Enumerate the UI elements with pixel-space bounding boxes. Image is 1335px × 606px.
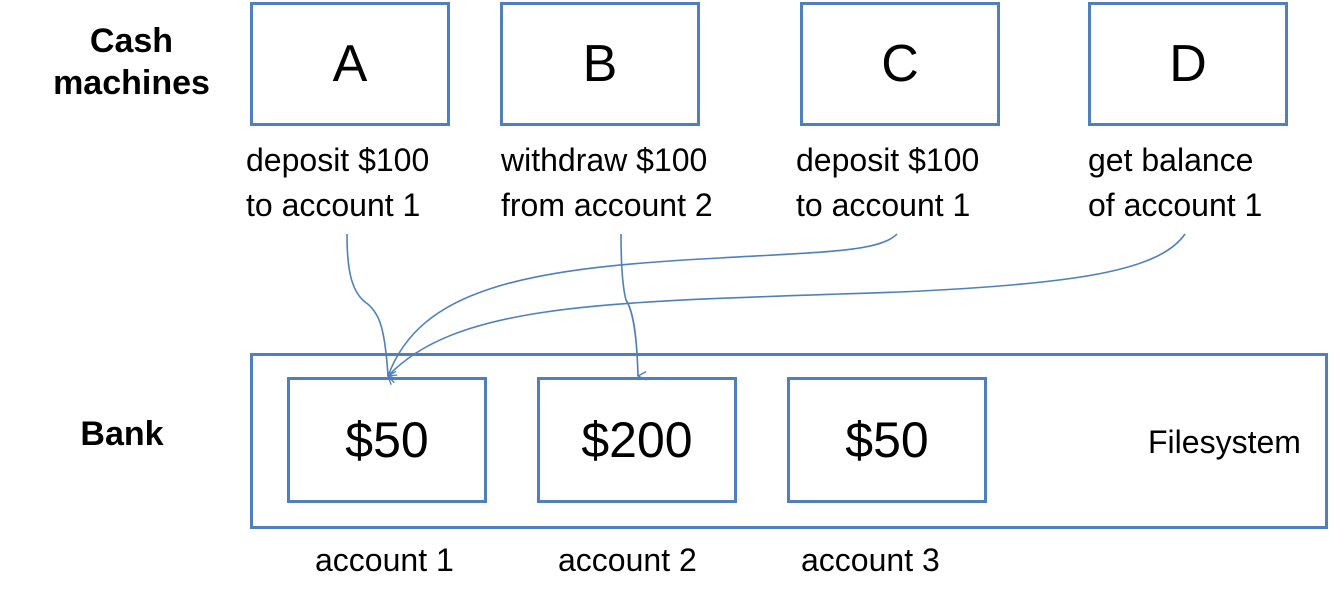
machine-a-operation: deposit $100 to account 1 [246,138,429,228]
account-3-box: $50 [787,377,987,503]
machine-b-op-line2: from account 2 [501,187,713,223]
filesystem-label: Filesystem [1148,424,1301,460]
machine-d-operation: get balance of account 1 [1088,138,1262,228]
arrow-c-to-account-1 [388,233,898,376]
arrow-a-to-account-1 [346,233,388,376]
machine-b-label: B [582,35,618,93]
machine-b-operation: withdraw $100 from account 2 [501,138,713,228]
machine-c-op-line1: deposit $100 [796,142,980,178]
machine-a-op-line1: deposit $100 [246,142,430,178]
machine-a-label: A [332,35,368,93]
machine-d-op-line2: of account 1 [1088,187,1263,223]
machine-c-operation: deposit $100 to account 1 [796,138,979,228]
account-3-name: account 3 [801,542,940,578]
cash-machines-label: Cash machines [53,22,210,102]
machine-b-box: B [500,2,700,126]
machine-c-box: C [800,2,1000,126]
account-2-name: account 2 [558,542,697,578]
machine-d-label: D [1169,35,1207,93]
account-3-balance: $50 [845,412,929,468]
machine-a-box: A [250,2,450,126]
machine-d-op-line1: get balance [1088,142,1254,178]
account-2-balance: $200 [581,412,693,468]
bank-container [250,353,1328,529]
machine-c-op-line2: to account 1 [796,187,971,223]
arrow-d-to-account-1 [388,233,1186,376]
machine-b-op-line1: withdraw $100 [501,142,708,178]
machine-c-label: C [881,35,919,93]
account-2-box: $200 [537,377,737,503]
account-1-balance: $50 [345,412,429,468]
machine-a-op-line2: to account 1 [246,187,421,223]
machine-d-box: D [1088,2,1288,126]
account-1-name: account 1 [315,542,454,578]
arrow-b-to-account-2 [620,233,638,376]
bank-label: Bank [80,415,164,453]
